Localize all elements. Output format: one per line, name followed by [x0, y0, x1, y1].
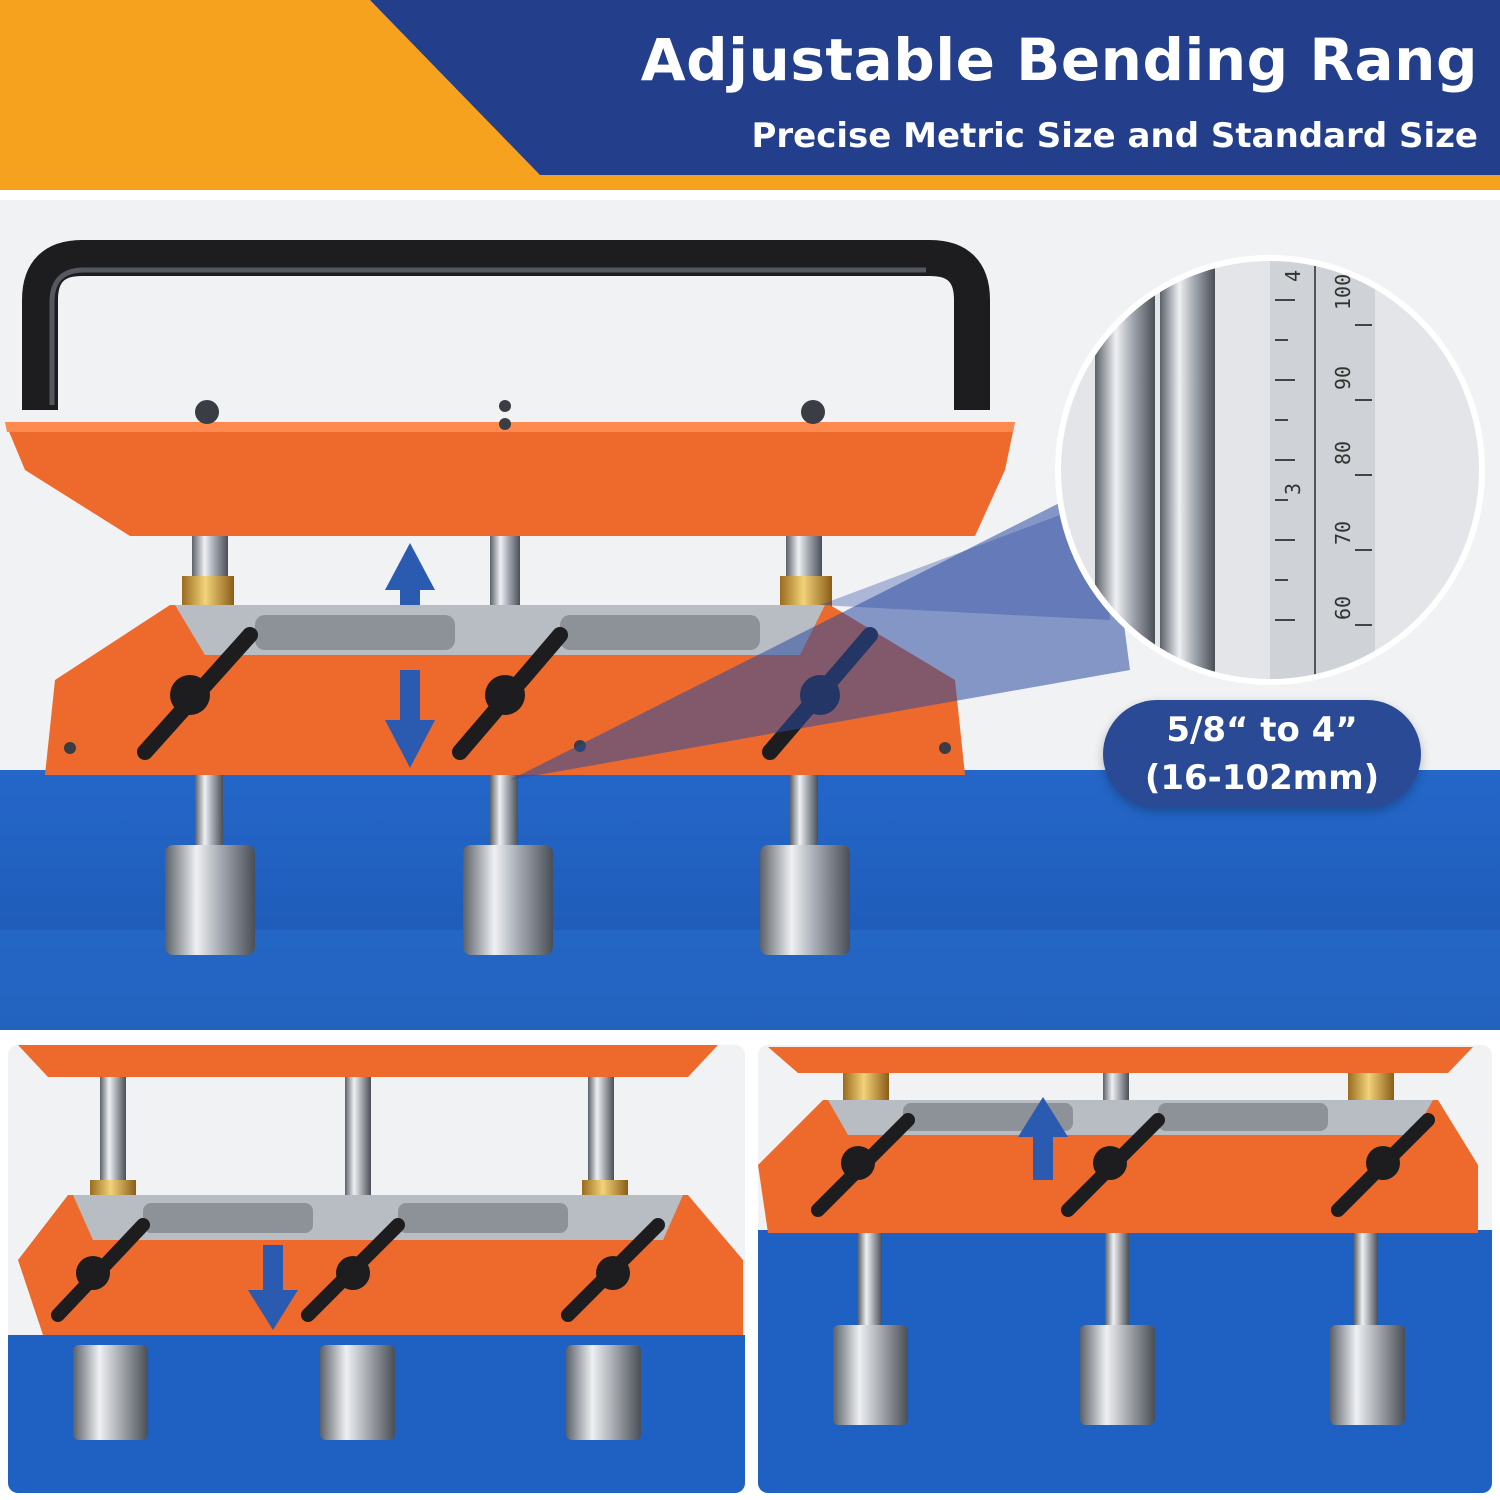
scale-inch-label-3: 3: [1281, 483, 1305, 495]
scale-mm-label-90: 90: [1331, 366, 1355, 390]
socket-center: [1080, 1325, 1155, 1425]
lower-arrow: [248, 1245, 298, 1330]
wing-knob-right: [561, 1218, 665, 1322]
bender-illustration: 4 3 100 90 80 70 60: [0, 240, 1500, 1030]
adjust-up-arrow: [385, 543, 435, 605]
top-press-plate: [18, 1045, 718, 1077]
adjust-down-arrow: [385, 670, 435, 768]
socket-left: [165, 845, 255, 955]
bender-lowered-illustration: [8, 1045, 745, 1493]
top-press-plate: [768, 1047, 1473, 1073]
header-banner: Adjustable Bending Rang Precise Metric S…: [0, 0, 1500, 200]
scale-ruler-ticks: [1275, 299, 1372, 626]
scale-magnifier: 4 3 100 90 80 70 60: [1055, 255, 1485, 685]
socket-right: [566, 1345, 641, 1440]
range-imperial: 5/8“ to 4”: [1166, 710, 1358, 750]
banner-background: [0, 0, 1500, 200]
socket-left: [833, 1325, 908, 1425]
scale-mm-label-70: 70: [1331, 521, 1355, 545]
page-subtitle: Precise Metric Size and Standard Size: [751, 116, 1478, 156]
page-title: Adjustable Bending Rang: [640, 26, 1478, 94]
range-badge: 5/8“ to 4” (16-102mm): [1103, 700, 1421, 808]
top-press-plate: [5, 422, 1015, 536]
socket-center: [320, 1345, 395, 1440]
handle: [22, 240, 990, 410]
socket-right: [760, 845, 850, 955]
bender-raised-illustration: [758, 1047, 1492, 1493]
scale-mm-label-60: 60: [1331, 596, 1355, 620]
lowered-position-panel: [8, 1045, 745, 1493]
wing-knob-left: [811, 1113, 915, 1217]
wing-knob-left: [137, 627, 258, 760]
socket-right: [1330, 1325, 1405, 1425]
socket-left: [73, 1345, 148, 1440]
scale-mm-label-100: 100: [1331, 274, 1355, 310]
socket-center: [463, 845, 553, 955]
wing-knob-left: [51, 1218, 150, 1322]
main-product-panel: 4 3 100 90 80 70 60: [0, 200, 1500, 1030]
scale-mm-label-80: 80: [1331, 441, 1355, 465]
wing-knob-center: [1061, 1113, 1165, 1217]
wing-knob-center: [301, 1218, 405, 1322]
scale-inch-label-4: 4: [1281, 270, 1305, 282]
wing-knob-right: [1331, 1113, 1435, 1217]
wing-knob-center: [452, 627, 568, 760]
range-metric: (16-102mm): [1144, 758, 1380, 798]
raise-arrow: [1018, 1097, 1068, 1180]
raised-position-panel: [758, 1045, 1492, 1493]
